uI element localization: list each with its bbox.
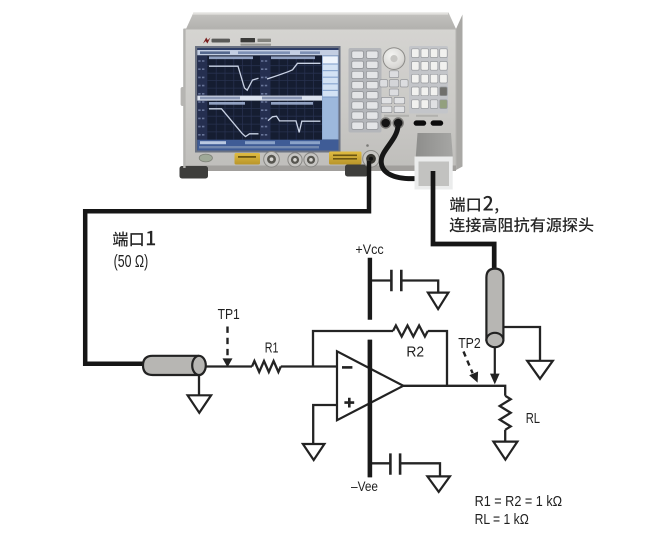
svg-text:RL: RL: [526, 411, 540, 427]
svg-text:(50 Ω): (50 Ω): [114, 251, 149, 271]
svg-text:RL = 1 kΩ: RL = 1 kΩ: [475, 512, 529, 528]
svg-text:+Vcc: +Vcc: [355, 242, 383, 258]
svg-text:R2: R2: [406, 344, 424, 360]
svg-text:TP2: TP2: [458, 336, 481, 352]
svg-text:R1 = R2 = 1 kΩ: R1 = R2 = 1 kΩ: [475, 494, 562, 510]
svg-text:–Vee: –Vee: [351, 479, 378, 495]
svg-text:R1: R1: [265, 340, 279, 356]
svg-text:TP1: TP1: [218, 307, 240, 323]
